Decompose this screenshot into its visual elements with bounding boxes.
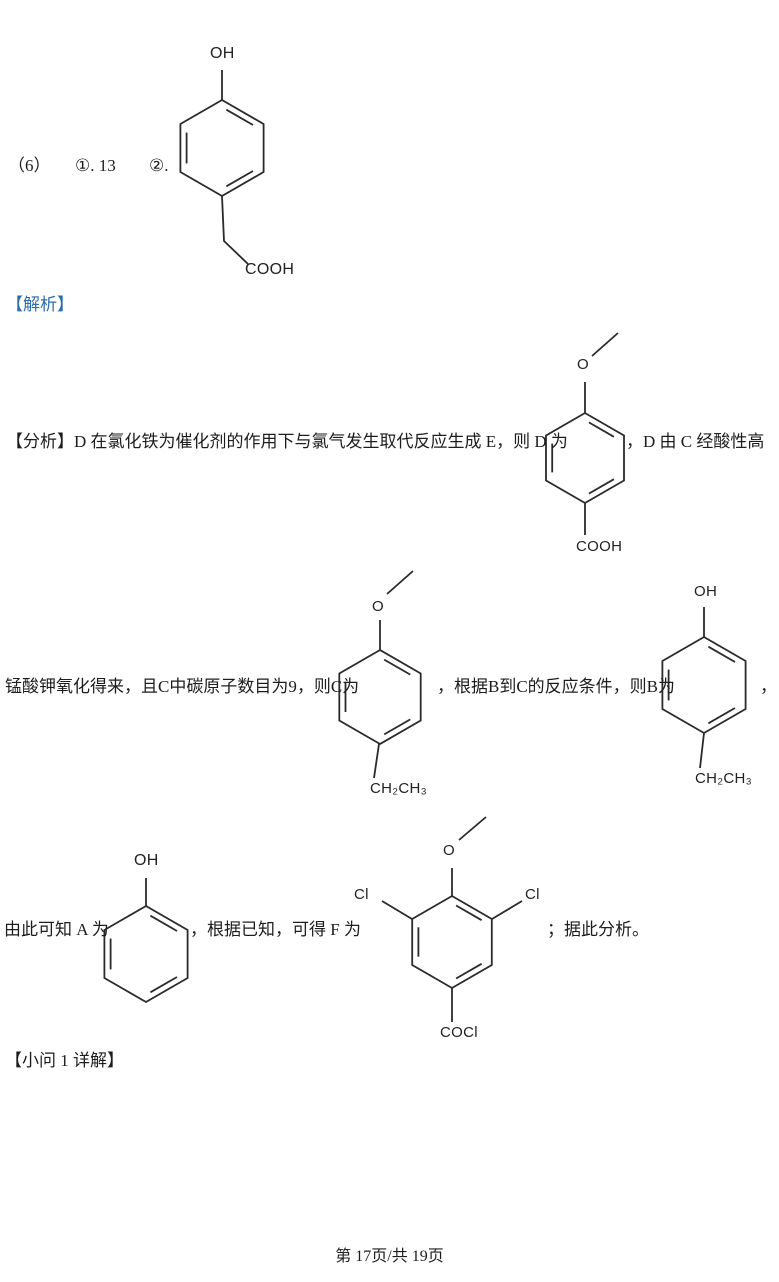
bond-ethyl-c (373, 743, 380, 779)
analysis-line1a: 【分析】D 在氯化铁为催化剂的作用下与氯气发生取代反应生成 E，则 D 为 (6, 432, 568, 451)
atom-label-o-d: O (577, 356, 589, 373)
atom-label-oh-answer2: OH (210, 45, 235, 62)
atom-label-ethyl-c: CH₂CH₃ (370, 780, 428, 797)
question-6-label: （6） (8, 156, 51, 175)
analysis-line3b: ，根据已知，可得 F 为 (190, 920, 361, 939)
bond-methyl-c (386, 570, 414, 595)
atom-label-cl-left-f: Cl (354, 886, 369, 903)
xiaowen1-heading: 【小问 1 详解】 (5, 1051, 124, 1070)
answer-item-1: ①. 13 (75, 156, 116, 175)
benzene-ring-d (545, 411, 625, 505)
benzene-ring-c (338, 648, 422, 746)
analysis-line2b: ，根据B到C的反应条件，则B为 (437, 677, 676, 696)
analysis-line1b: ，D 由 C 经酸性高 (626, 432, 765, 451)
bond-ethyl-b (699, 732, 705, 769)
analysis-line2a: 锰酸钾氧化得来，且C中碳原子数目为9，则C为 (5, 677, 360, 696)
atom-label-o-c: O (372, 598, 384, 615)
page-number-footer: 第 17页/共 19页 (335, 1248, 444, 1265)
atom-label-cooh-d: COOH (576, 538, 623, 555)
answer-item-2: ②. (149, 156, 169, 175)
analysis-line2c: ， (760, 677, 777, 696)
bond-ch2cooh-answer2 (221, 195, 249, 265)
jiexi-heading: 【解析】 (6, 295, 74, 314)
analysis-line3a: 由此可知 A 为 (4, 920, 109, 939)
atom-label-o-f: O (443, 842, 455, 859)
atom-label-cl-right-f: Cl (525, 886, 540, 903)
atom-label-oh-a: OH (134, 852, 159, 869)
bond-cl-right-f (491, 900, 523, 920)
atom-label-cocl-f: COCl (440, 1024, 478, 1041)
benzene-ring-answer2 (179, 98, 265, 198)
bond-cl-left-f (381, 900, 413, 920)
analysis-line3c: ；据此分析。 (547, 920, 649, 939)
benzene-ring-f (411, 894, 493, 990)
bond-methyl-d (591, 332, 619, 357)
benzene-ring-a (103, 904, 189, 1004)
atom-label-ethyl-b: CH₂CH₃ (695, 770, 753, 787)
bond-methyl-f (458, 816, 487, 841)
atom-label-cooh-answer2: COOH (245, 261, 295, 278)
atom-label-oh-b: OH (694, 583, 718, 600)
